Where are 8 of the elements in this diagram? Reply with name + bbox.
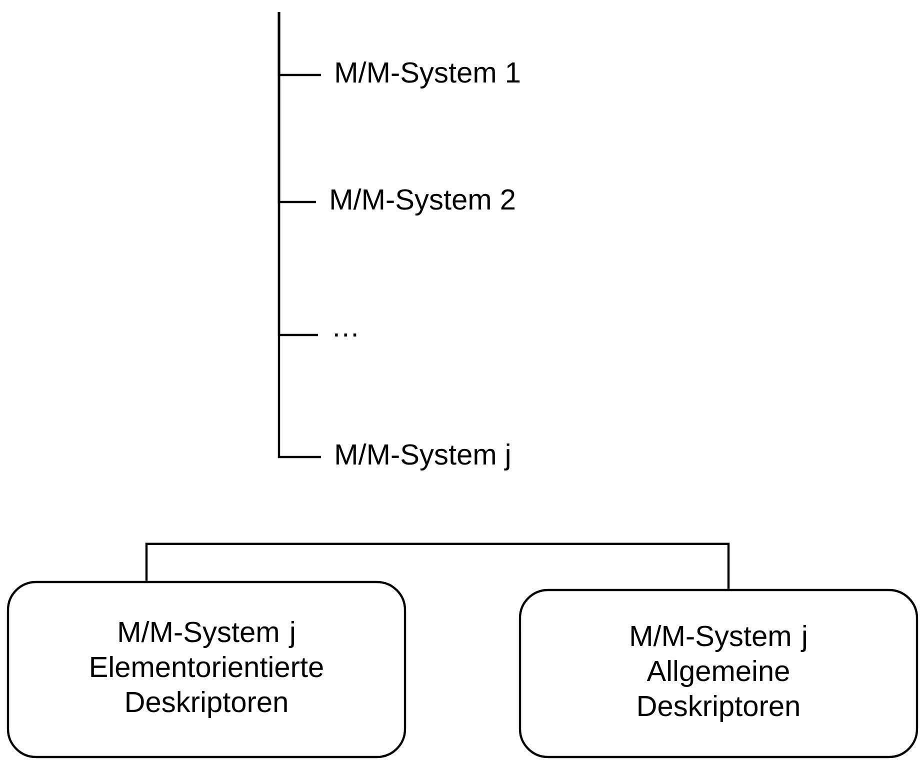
rounded-box: M/M-System j Elementorientierte Deskriptoren — [6, 580, 406, 758]
item-label: … — [335, 333, 356, 337]
item-label: M/M-System 2 — [332, 188, 515, 216]
tree-line — [278, 12, 321, 458]
item-label: M/M-System 1 — [336, 61, 520, 89]
rounded-box: M/M-System j Allgemeine Deskriptoren — [518, 588, 918, 758]
item-label: M/M-System j — [336, 443, 510, 471]
bracket-line — [145, 542, 730, 589]
